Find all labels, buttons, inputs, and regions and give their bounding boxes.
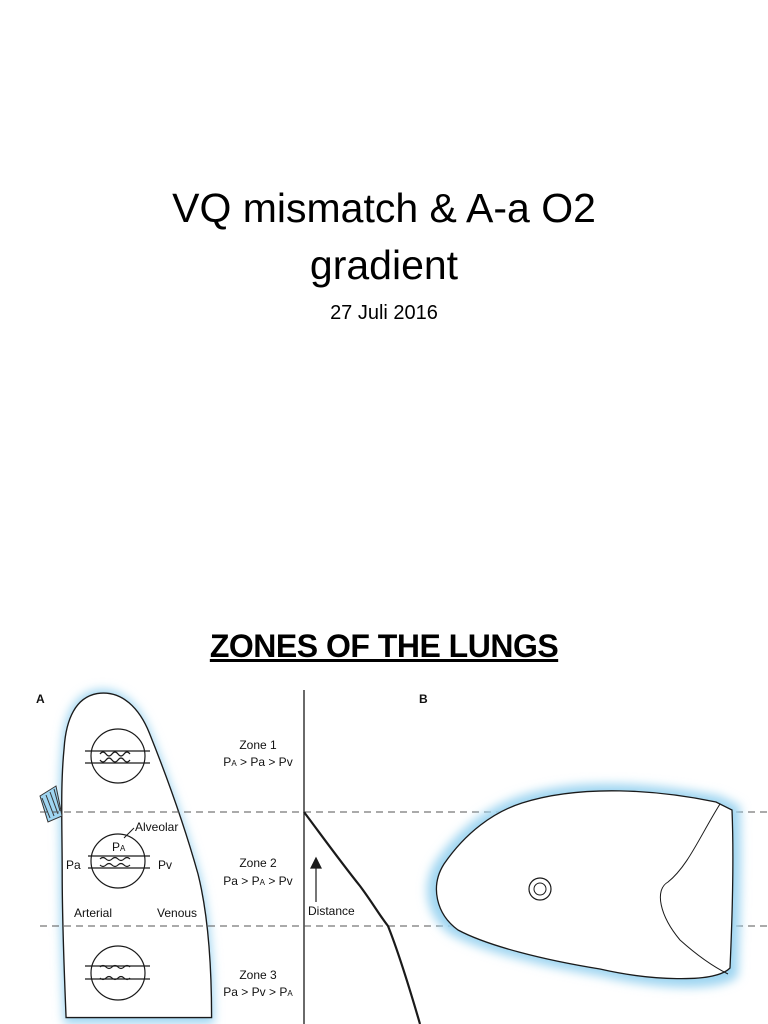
label-pa-arterial: Pa bbox=[66, 858, 81, 872]
lung-a bbox=[59, 689, 214, 1024]
title-line-2: gradient bbox=[309, 242, 459, 288]
alveolar-pointer bbox=[123, 827, 135, 839]
zones-slide: ZONES OF THE LUNGS A B bbox=[0, 576, 768, 1024]
label-pv-venous: Pv bbox=[158, 858, 172, 872]
panel-b-label: B bbox=[419, 692, 428, 706]
label-alveolar: Alveolar bbox=[135, 820, 178, 834]
zone-1-relation: PA > Pa > Pv bbox=[223, 755, 292, 769]
lung-b bbox=[427, 783, 741, 988]
zone-2-name: Zone 2 bbox=[239, 856, 277, 870]
zone-2-relation: Pa > PA > Pv bbox=[223, 874, 292, 888]
zone-1-name: Zone 1 bbox=[239, 738, 277, 752]
label-venous: Venous bbox=[157, 906, 197, 920]
zone-3-name: Zone 3 bbox=[239, 968, 277, 982]
blood-flow-curve bbox=[303, 811, 422, 1024]
distance-arrow bbox=[310, 856, 322, 902]
alveolus-zone-1 bbox=[85, 728, 150, 784]
alveolus-zone-3 bbox=[85, 945, 150, 1001]
lung-zones-diagram: A B bbox=[36, 689, 768, 1024]
title-slide: VQ mismatch & A-a O2 gradient 27 Juli 20… bbox=[0, 180, 768, 324]
bronchus-stub bbox=[39, 785, 63, 823]
slide-date: 27 Juli 2016 bbox=[330, 302, 438, 324]
alveolus-zone-2 bbox=[88, 833, 150, 889]
label-distance: Distance bbox=[308, 904, 355, 918]
slide-heading: ZONES OF THE LUNGS bbox=[209, 628, 559, 664]
label-arterial: Arterial bbox=[74, 906, 112, 920]
slide-title: VQ mismatch & A-a O2 gradient bbox=[0, 180, 768, 294]
zone-3-relation: Pa > Pv > PA bbox=[223, 985, 293, 999]
title-line-1: VQ mismatch & A-a O2 bbox=[172, 185, 596, 231]
panel-a-label: A bbox=[36, 692, 45, 706]
label-pa-alveolar: PA bbox=[112, 840, 126, 854]
